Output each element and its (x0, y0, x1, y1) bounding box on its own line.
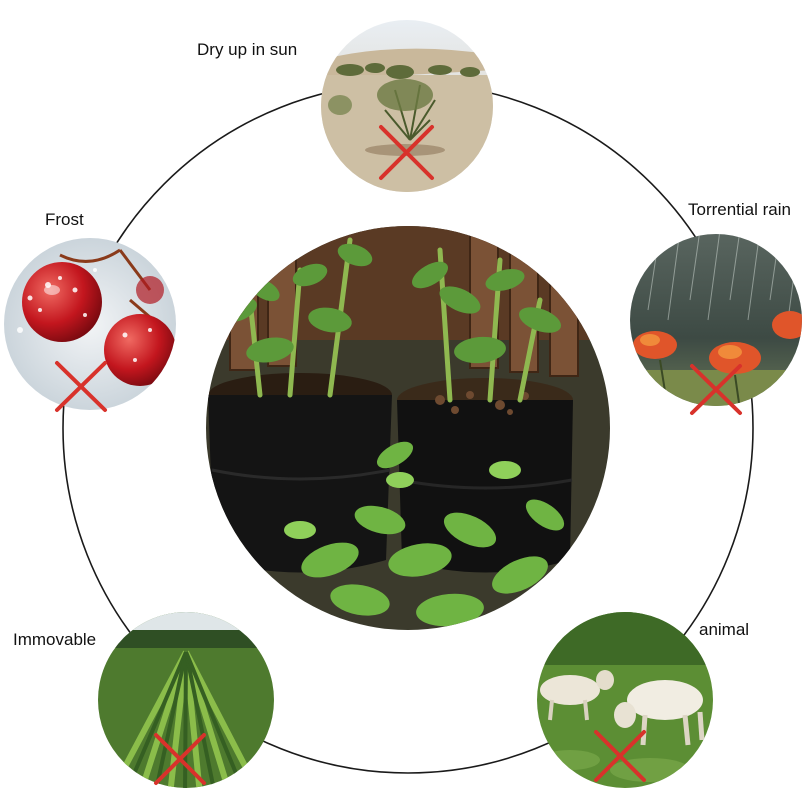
dry-sun-cross-icon (379, 125, 434, 180)
label-animal: animal (699, 620, 750, 639)
label-dry-up-in-sun: Dry up in sun (197, 40, 298, 59)
animal-cross-icon (594, 730, 646, 782)
frost-photo (4, 238, 176, 410)
label-immovable: Immovable (13, 630, 97, 649)
torrential-rain-cross-icon (690, 364, 742, 415)
label-frost: Frost (45, 210, 84, 229)
frost-cross-icon (55, 361, 107, 412)
center-grow-bag-photo (206, 226, 610, 630)
animal-goats-photo (537, 612, 713, 788)
label-torrential-rain: Torrential rain (688, 200, 791, 219)
immovable-cross-icon (154, 733, 206, 785)
dry-sun-photo (321, 20, 493, 192)
